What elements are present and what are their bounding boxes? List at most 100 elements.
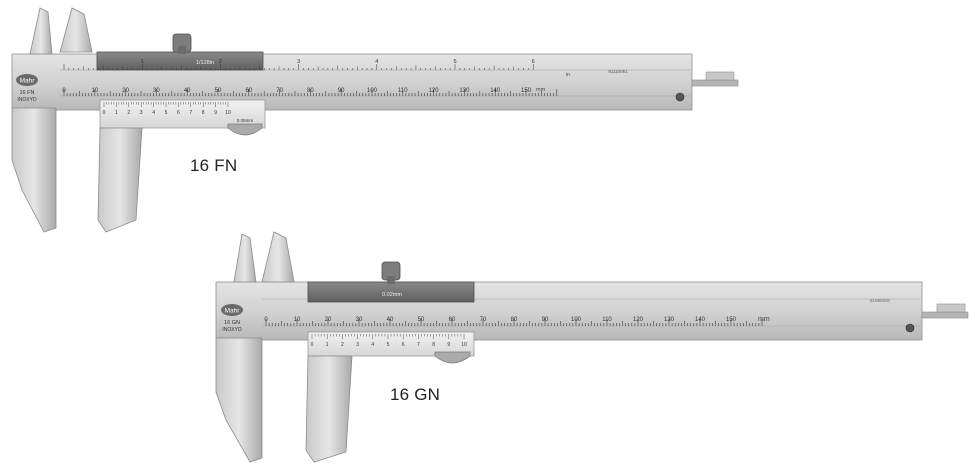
model-mark: 16 GN: [224, 320, 240, 326]
thumb-grip: [227, 123, 263, 136]
inch-tick-label: 6: [532, 59, 535, 65]
brand-text: Mahr: [225, 308, 241, 315]
mm-tick-label: 120: [633, 317, 644, 323]
mm-tick-label: 120: [429, 88, 440, 94]
main-scale-ticks: 0 10 20 30 40 50 60 70 80 90 100 110 120 130 140 150: [62, 88, 558, 96]
vernier-label: 1/128in: [196, 60, 214, 66]
vernier-digit: 5: [165, 110, 168, 116]
mm-tick-label: 70: [276, 88, 283, 94]
mm-tick-label: 140: [695, 317, 706, 323]
inch-tick-label: 2: [219, 59, 222, 65]
inch-tick-label: 3: [297, 59, 300, 65]
mm-tick-label: 0: [62, 88, 66, 94]
vernier-digit: 4: [371, 342, 374, 348]
movable-upper-jaw: [261, 231, 295, 283]
brand-logo: [16, 74, 38, 86]
vernier-label: 0.02mm: [382, 292, 402, 298]
mm-tick-label: 70: [480, 317, 487, 323]
vernier-digit: 6: [402, 342, 405, 348]
brand-logo: [221, 304, 243, 316]
movable-jaw: [97, 127, 143, 233]
vernier-digit: 9: [214, 110, 217, 116]
vernier-digit: 5: [387, 342, 390, 348]
vernier-digit: 0: [103, 110, 106, 116]
vernier-digit: 3: [356, 342, 359, 348]
vernier-digit: 8: [432, 342, 435, 348]
mm-tick-label: 140: [490, 88, 501, 94]
vernier-digit: 7: [417, 342, 420, 348]
inoxyd-mark: INOXYD: [17, 97, 37, 103]
thumb-grip: [434, 351, 471, 364]
vernier-digit: 9: [447, 342, 450, 348]
fixed-upper-jaw: [233, 233, 257, 283]
vernier-digit: 1: [326, 342, 329, 348]
movable-upper-jaw: [59, 7, 93, 53]
mm-tick-label: 90: [542, 317, 549, 323]
fixed-upper-jaw: [29, 7, 53, 55]
mm-tick-label: 60: [245, 88, 252, 94]
mm-tick-label: 80: [307, 88, 314, 94]
mm-tick-label: 40: [184, 88, 191, 94]
inch-unit: in: [566, 72, 570, 78]
mm-tick-label: 100: [367, 88, 378, 94]
vernier-digit: 3: [140, 110, 143, 116]
inch-tick-label: 1: [141, 59, 144, 65]
serial-number: 81080830: [870, 298, 891, 303]
mm-unit: mm: [758, 316, 770, 323]
beam-screw: [675, 92, 685, 102]
vernier-digit: 7: [189, 110, 192, 116]
fixed-jaw: [11, 107, 57, 233]
vernier-plate: [99, 99, 266, 129]
mm-tick-label: 80: [511, 317, 518, 323]
vernier-scale-ticks: 0 1 2 3 4 5 6 7 8 9 10: [311, 334, 467, 348]
mm-tick-label: 150: [726, 317, 737, 323]
mm-tick-label: 130: [459, 88, 470, 94]
vernier-digit: 1: [115, 110, 118, 116]
vernier-digit: 2: [127, 110, 130, 116]
mm-tick-label: 10: [294, 317, 301, 323]
brand-text: Mahr: [20, 78, 36, 85]
vernier-resolution: 0.05mm: [237, 118, 254, 123]
mm-unit: mm: [536, 87, 546, 93]
mm-tick-label: 30: [356, 317, 363, 323]
vernier-digit: 2: [341, 342, 344, 348]
vernier-digit: 0: [311, 342, 314, 348]
vernier-digit: 10: [225, 110, 231, 116]
inoxyd-mark: INOXYD: [222, 327, 242, 333]
mm-tick-label: 10: [91, 88, 98, 94]
vernier-digit: 10: [461, 342, 467, 348]
mm-tick-label: 110: [398, 88, 408, 94]
model-caption-16fn: 16 FN: [190, 156, 238, 175]
inch-tick-label: 4: [375, 59, 378, 65]
inch-scale-ticks: 1 2 3 4 5 6: [63, 59, 535, 70]
model-mark: 16 FN: [20, 90, 35, 96]
serial-number: 81110051: [608, 69, 628, 74]
depth-rod: [919, 311, 969, 319]
mm-tick-label: 30: [153, 88, 160, 94]
mm-tick-label: 50: [215, 88, 222, 94]
mm-tick-label: 40: [387, 317, 394, 323]
movable-jaw: [305, 355, 353, 463]
inch-tick-label: 5: [453, 59, 456, 65]
mm-tick-label: 0: [264, 317, 268, 323]
vernier-digit: 8: [202, 110, 205, 116]
model-caption-16gn: 16 GN: [390, 385, 441, 404]
mm-tick-label: 130: [664, 317, 675, 323]
vernier-digit: 4: [152, 110, 155, 116]
main-scale-ticks: 0 10 20 30 40 50 60 70 80 90 100 110 120 130 140 150: [264, 317, 763, 326]
vernier-digit: 6: [177, 110, 180, 116]
fixed-jaw: [215, 337, 263, 463]
mm-tick-label: 90: [338, 88, 345, 94]
mm-tick-label: 110: [602, 317, 612, 323]
mm-tick-label: 100: [571, 317, 582, 323]
mm-tick-label: 150: [521, 88, 532, 94]
beam-screw: [905, 323, 915, 333]
mm-tick-label: 20: [325, 317, 332, 323]
mm-tick-label: 20: [122, 88, 129, 94]
mm-tick-label: 50: [418, 317, 425, 323]
mm-tick-label: 60: [449, 317, 456, 323]
vernier-scale-ticks: 0 1 2 3 4 5 6 7 8 9 10: [103, 102, 231, 116]
